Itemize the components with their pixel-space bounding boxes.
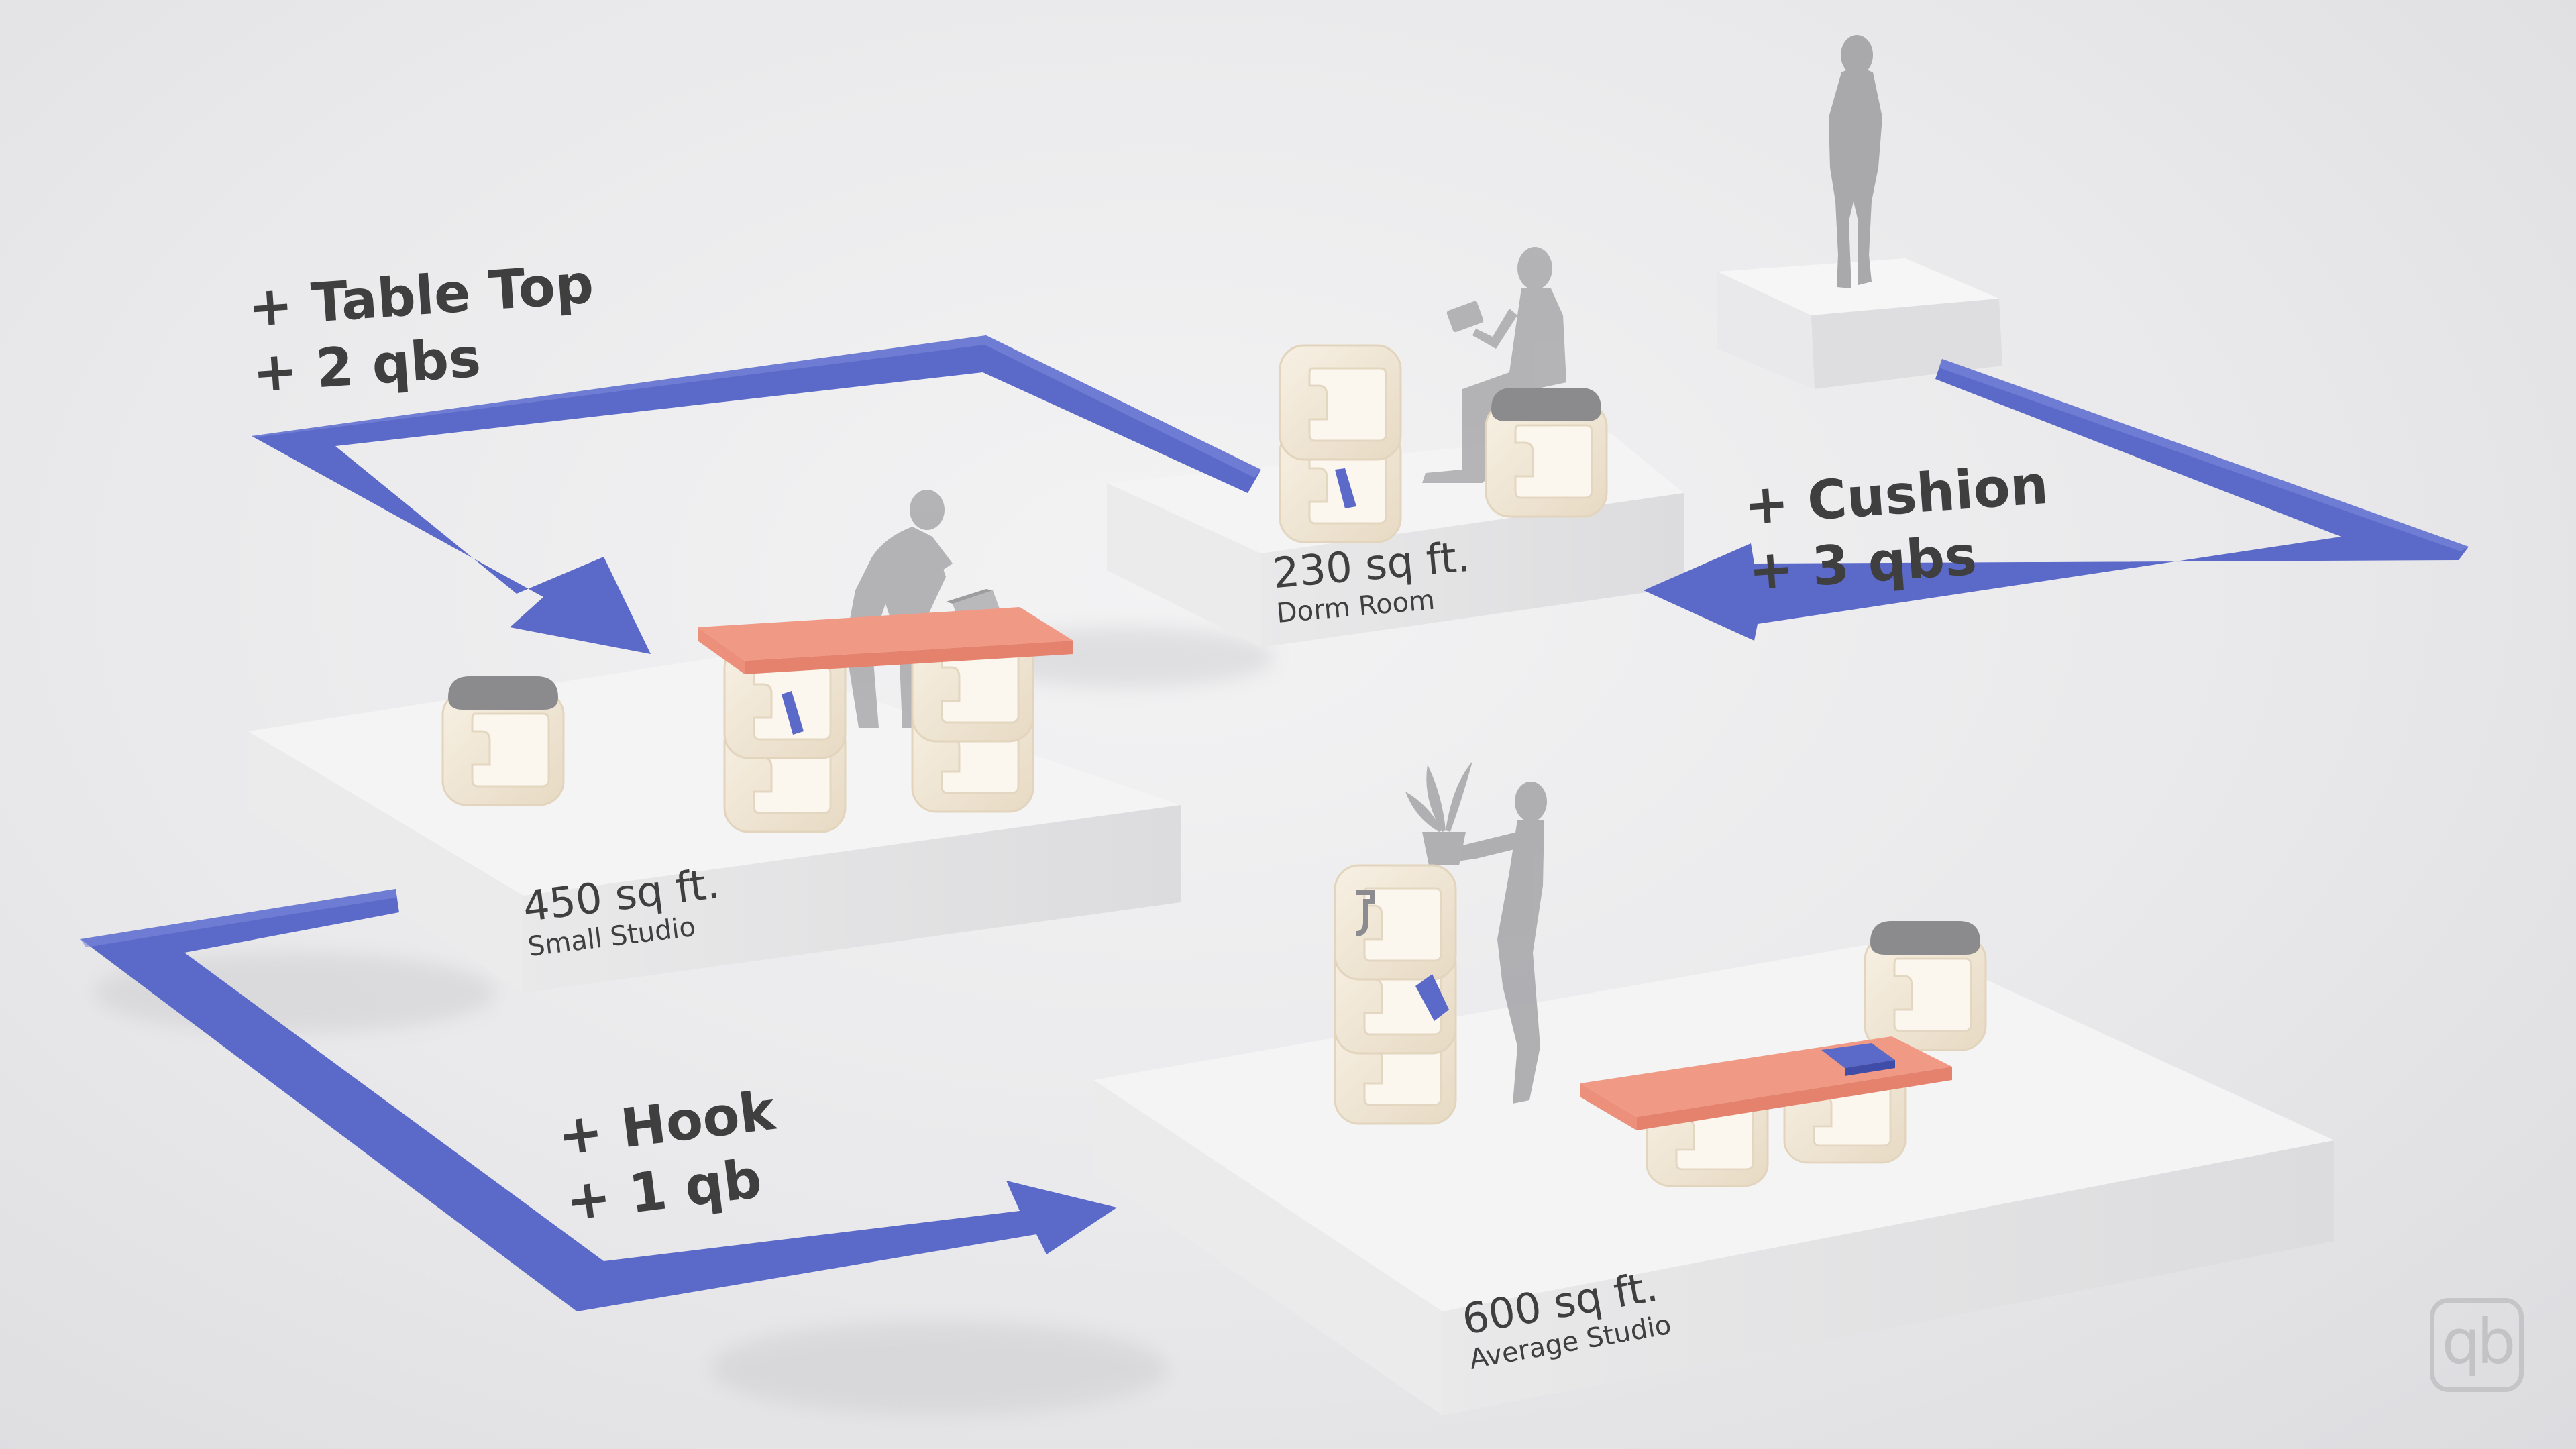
average-studio-cushion-seat [1865,921,1986,1050]
dorm-cushion-seat [1486,388,1607,517]
average-studio-cube-tower [1334,864,1457,1125]
arrow-highlights [80,335,2469,947]
step-label-cushion: + Cushion + 3 qbs [1741,452,2055,604]
room-label-dorm: 230 sq ft. Dorm Room [1271,532,1475,629]
platform-small-studio [248,654,1181,993]
average-studio-coffee-table [1580,1036,1952,1187]
small-studio-desk [698,607,1073,833]
standing-person-figure [1829,35,1882,288]
arrow-dorm-to-small [252,335,1261,654]
step-label-hook: + Hook + 1 qb [554,1078,786,1235]
qb-logo: qb [2430,1298,2524,1392]
step-label-table-top: + Table Top + 2 qbs [246,251,600,407]
sitting-person-figure [1422,247,1566,483]
small-studio-cushion-seat [443,676,564,805]
arrow-pedestal-to-dorm [1644,359,2469,641]
potted-plant [1405,761,1472,865]
plant-holding-person-figure [1449,782,1547,1104]
dorm-cube-stack [1279,344,1402,543]
